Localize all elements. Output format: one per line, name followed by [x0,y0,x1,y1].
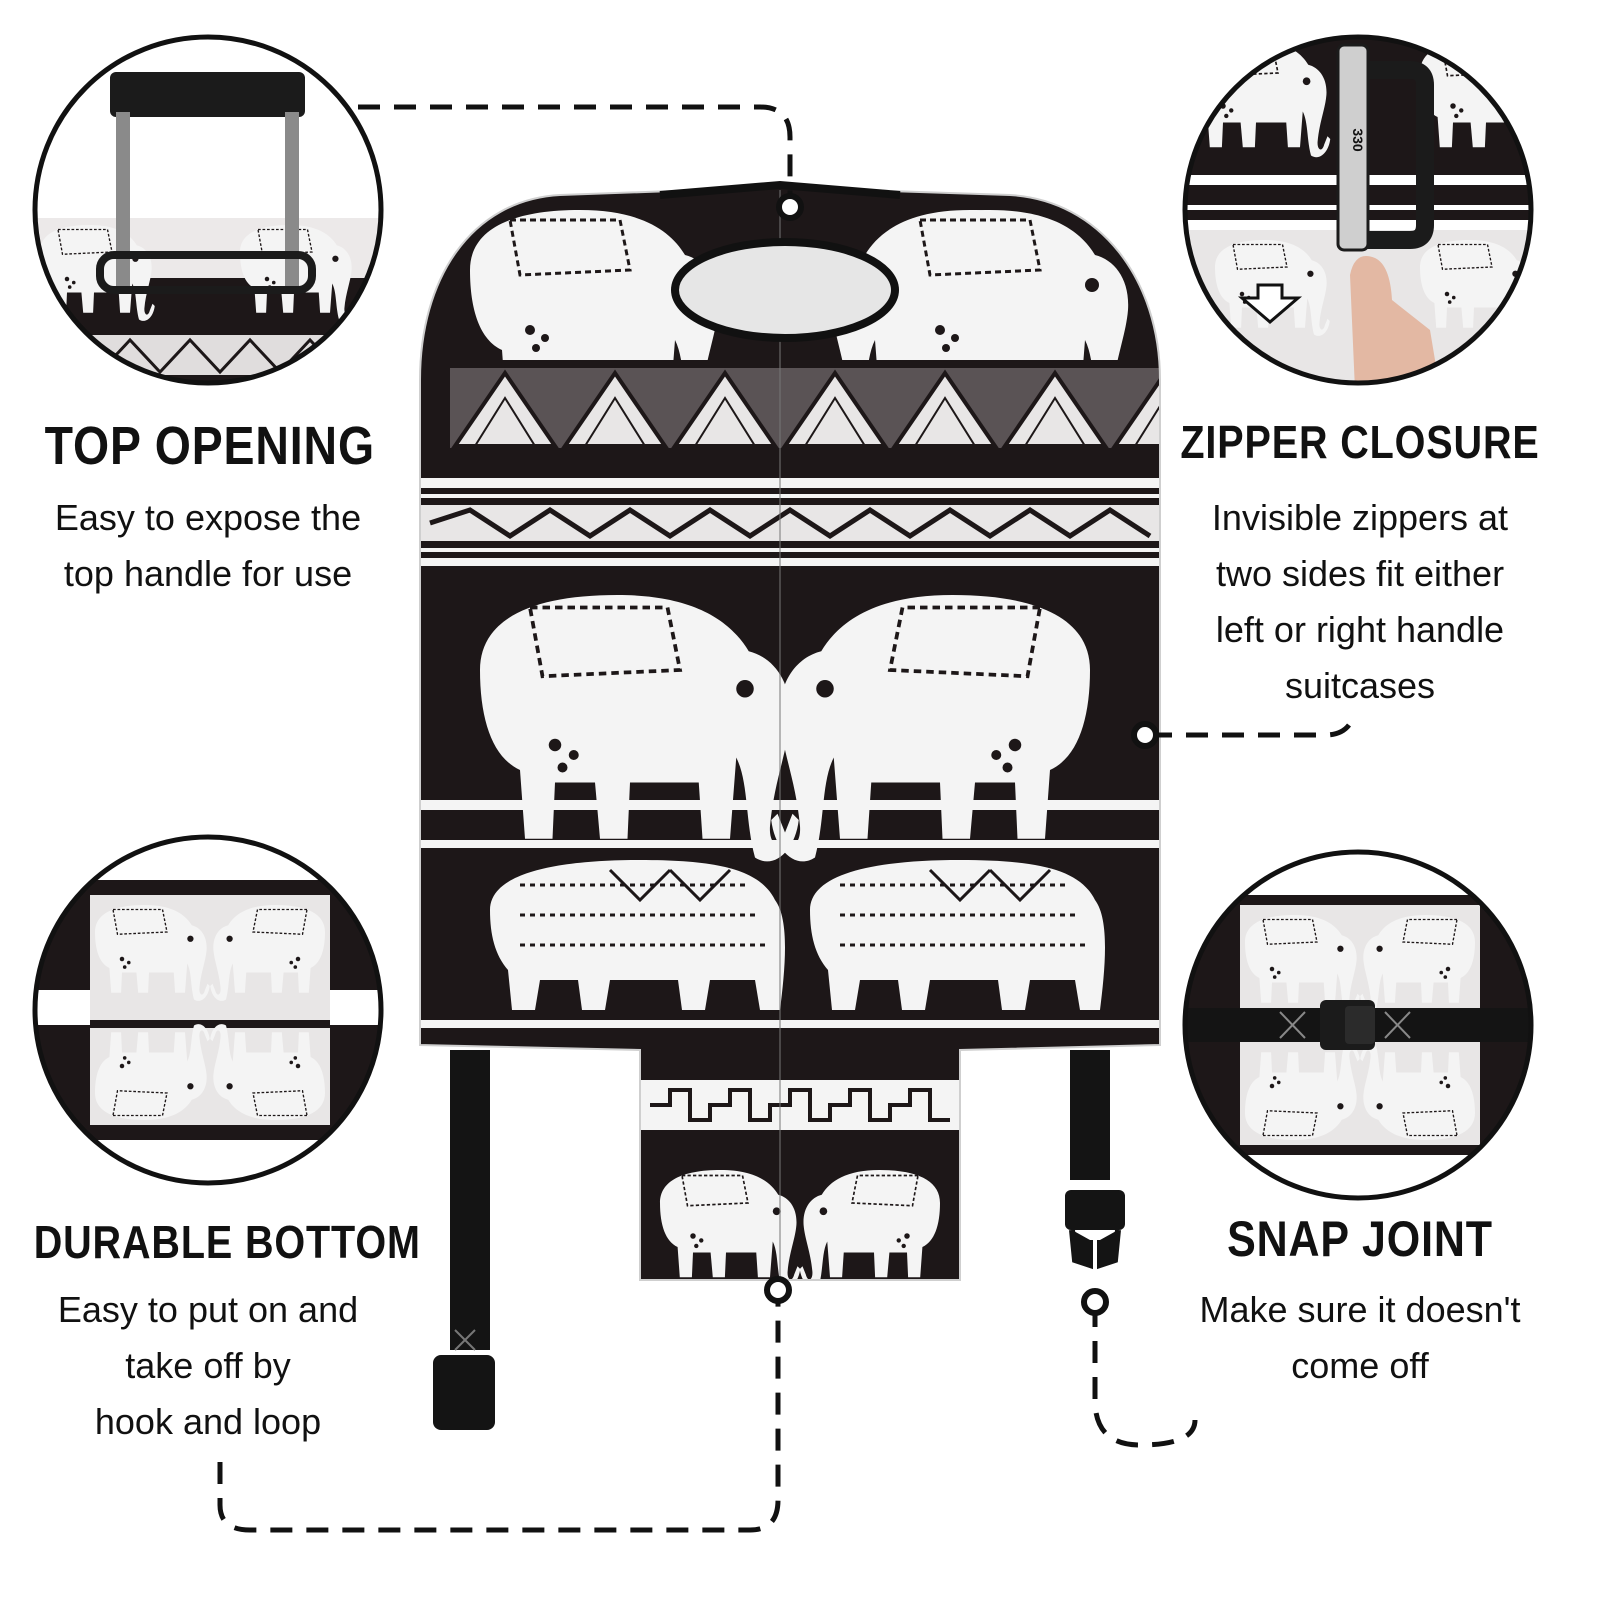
luggage-cover [419,180,1161,1430]
right-strap [1070,1050,1110,1180]
zipper-closure-title: ZIPPER CLOSURE [1180,416,1540,468]
arrow-down-icon [1237,283,1303,324]
connector-lines [217,104,1355,1533]
left-strap [450,1050,490,1350]
snap-joint-title: SNAP JOINT [1227,1211,1493,1267]
desc-line: Invisible zippers at [1211,497,1509,538]
detail-circle-zipper: 330 [1182,34,1534,386]
top-opening-desc: Easy to expose the top handle for use [8,490,408,602]
detail-circle-durable-bottom [32,834,384,1186]
desc-line: left or right handle [1215,609,1505,650]
left-buckle-icon [433,1355,495,1430]
durable-bottom-desc: Easy to put on and take off by hook and … [8,1282,408,1450]
zipper-closure-desc: Invisible zippers at two sides fit eithe… [1160,490,1560,714]
desc-line: Easy to expose the [54,497,362,538]
durable-bottom-title: DURABLE BOTTOM [33,1216,421,1268]
desc-line: come off [1291,1345,1429,1386]
detail-circle-snap-joint [1182,849,1534,1201]
desc-line: hook and loop [94,1401,322,1442]
lock-dial-code: 330 [1350,128,1366,152]
snap-joint-desc: Make sure it doesn't come off [1160,1282,1560,1394]
detail-circle-top-opening [32,34,384,386]
desc-line: top handle for use [63,553,353,594]
desc-line: two sides fit either [1215,553,1505,594]
top-opening-title: TOP OPENING [44,416,375,476]
connector-dots [764,193,1159,1316]
desc-line: Make sure it doesn't [1199,1289,1521,1330]
desc-line: take off by [125,1345,291,1386]
snap-buckle-icon [1065,1190,1125,1270]
desc-line: Easy to put on and [57,1289,359,1330]
top-opening [671,238,899,342]
desc-line: suitcases [1284,665,1436,706]
